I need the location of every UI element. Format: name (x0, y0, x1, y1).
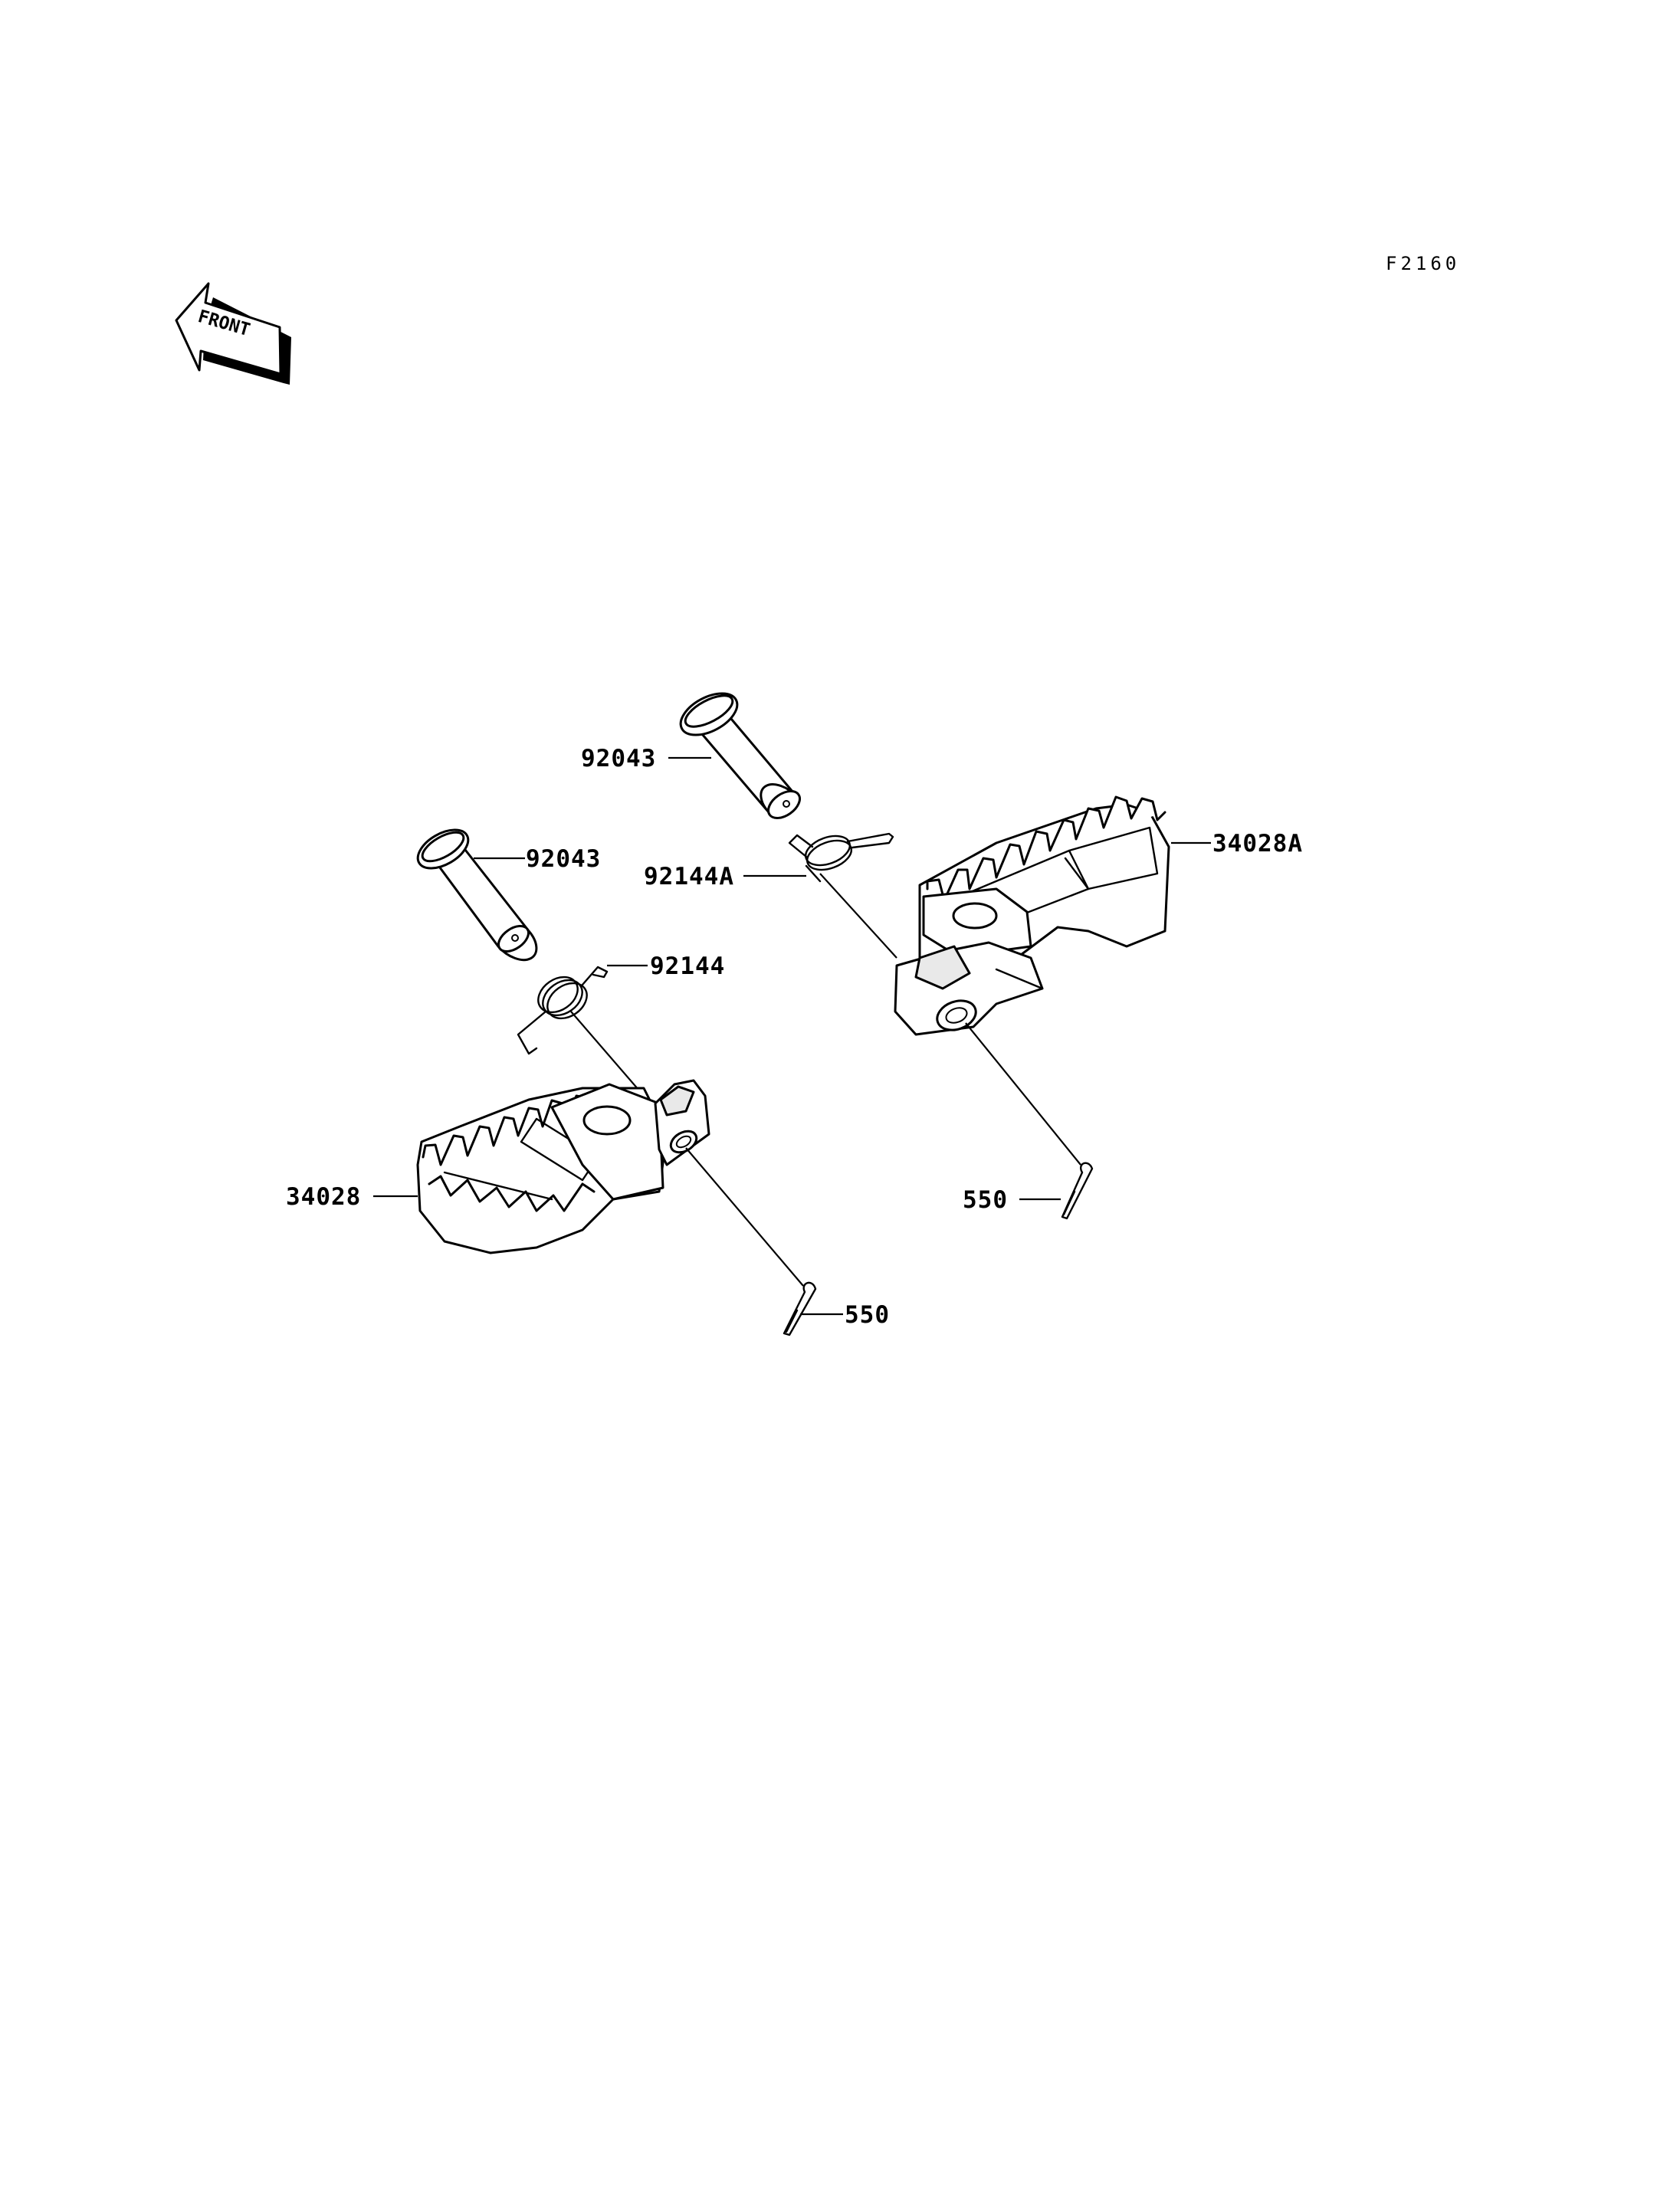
leader-line (685, 1147, 804, 1287)
label-footpeg-left: 34028 (286, 1183, 361, 1211)
label-pin-upper: 92043 (581, 745, 656, 772)
label-cotter-left: 550 (845, 1301, 890, 1329)
pin-upper (679, 692, 801, 819)
leader-line (819, 873, 897, 959)
leader-line (965, 1022, 1081, 1166)
label-pin-lower: 92043 (526, 845, 601, 873)
front-arrow-icon: FRONT (175, 282, 291, 385)
label-cotter-right: 550 (963, 1186, 1008, 1214)
pin-lower (416, 828, 538, 962)
spring-left (517, 966, 609, 1055)
cotter-pin-right (1061, 1162, 1094, 1220)
label-spring-right: 92144A (644, 863, 734, 890)
footpeg-left (416, 1079, 710, 1254)
label-footpeg-right: 34028A (1212, 830, 1303, 857)
cotter-pin-left (783, 1281, 817, 1336)
label-spring-left: 92144 (650, 953, 725, 980)
footpeg-right (894, 795, 1170, 1036)
leader-line (570, 1011, 645, 1097)
spring-right (788, 832, 894, 883)
figure-code: F2160 (1386, 253, 1460, 274)
